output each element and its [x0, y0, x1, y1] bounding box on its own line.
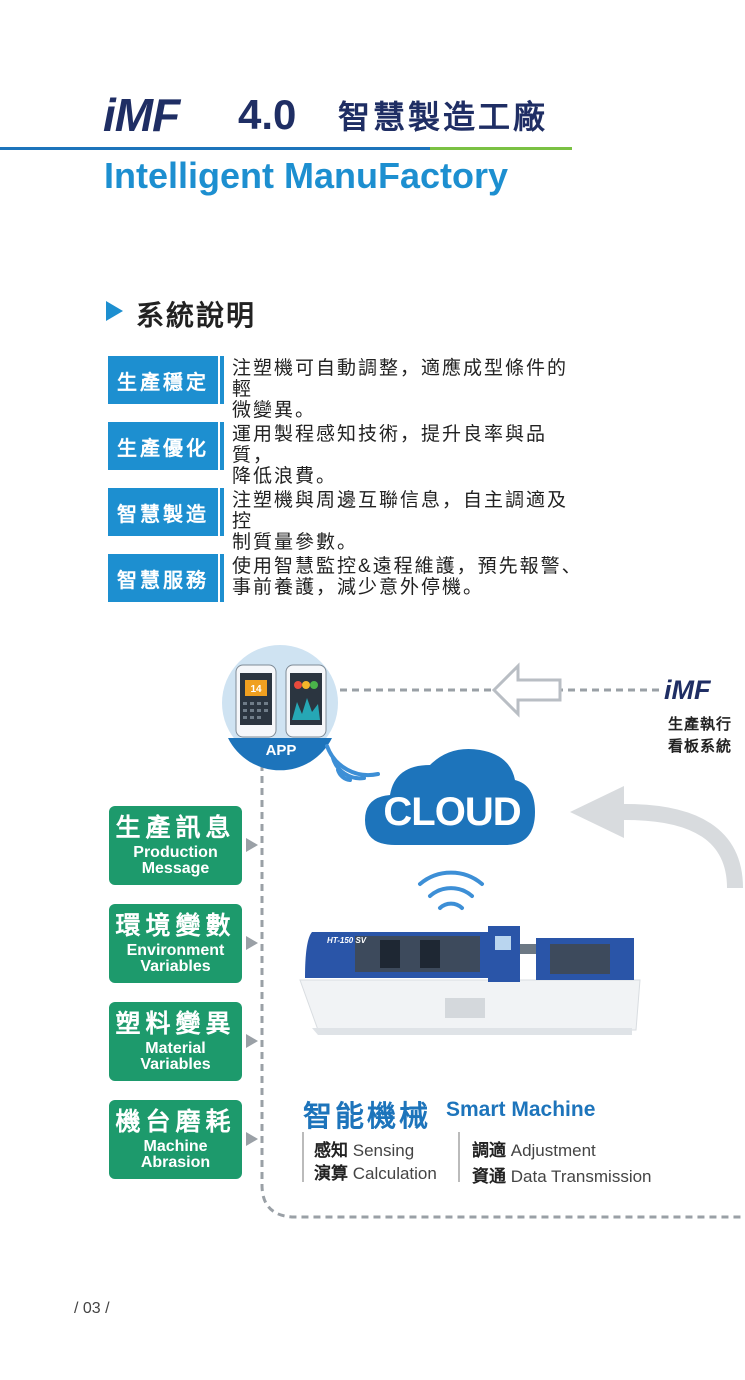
- page-title-cn: 智慧製造工廠: [338, 99, 549, 135]
- header-divider-blue: [0, 147, 430, 150]
- machine-model: HT-150 SV: [327, 936, 367, 945]
- cloud-label: CLOUD: [383, 790, 521, 834]
- imf-caption-line1: 生產執行: [668, 716, 733, 733]
- feature-label: 生產穩定: [108, 356, 218, 404]
- page-title-en: Intelligent ManuFactory: [104, 155, 509, 196]
- feature-text: 使用智慧監控&遠程維護，預先報警、事前養護，減少意外停機。: [232, 556, 583, 598]
- feature-divider: [220, 554, 224, 602]
- smart-divider: [302, 1132, 304, 1182]
- smart-divider: [458, 1132, 460, 1182]
- section-title: 系統說明: [136, 300, 257, 331]
- imf-logo-small: iMF: [664, 675, 711, 705]
- system-diagram: [222, 645, 745, 1219]
- cloud-icon: [365, 749, 535, 845]
- feature-label: 智慧服務: [108, 554, 218, 602]
- smart-item: 資通 Data Transmission: [472, 1167, 652, 1186]
- version-label: 4.0: [238, 91, 297, 138]
- input-box-abrasion: 機台磨耗 Machine Abrasion: [109, 1100, 242, 1179]
- input-box-material: 塑料變異 Material Variables: [109, 1002, 242, 1081]
- app-icon: [222, 645, 338, 771]
- smart-machine-title-cn: 智能機械: [303, 1101, 432, 1133]
- feature-row: 生產優化 運用製程感知技術，提升良率與品質，降低浪費。: [108, 422, 587, 487]
- app-label: APP: [265, 742, 297, 759]
- feature-row: 智慧服務 使用智慧監控&遠程維護，預先報警、事前養護，減少意外停機。: [108, 554, 587, 602]
- injection-machine-image: [299, 926, 641, 1035]
- curved-arrow-icon: [570, 786, 743, 889]
- imf-logo: iMF: [103, 89, 180, 141]
- smart-machine-title-en: Smart Machine: [446, 1098, 596, 1121]
- wifi-icon: [325, 744, 380, 782]
- page-number: / 03 /: [74, 1300, 110, 1317]
- header-divider-green: [430, 147, 572, 150]
- left-arrow-icon: [491, 662, 562, 718]
- feature-divider: [220, 356, 224, 404]
- phone-date: 14: [250, 684, 262, 695]
- feature-label: 智慧製造: [108, 488, 218, 536]
- feature-text: 注塑機與周邊互聯信息，自主調適及控制質量參數。: [232, 490, 569, 553]
- imf-caption-line2: 看板系統: [668, 738, 733, 755]
- input-box-environment: 環境變數 Environment Variables: [109, 904, 242, 983]
- feature-row: 生產穩定 注塑機可自動調整，適應成型條件的輕微變異。: [108, 356, 587, 421]
- feature-row: 智慧製造 注塑機與周邊互聯信息，自主調適及控制質量參數。: [108, 488, 587, 553]
- feature-divider: [220, 488, 224, 536]
- feature-text: 運用製程感知技術，提升良率與品質，降低浪費。: [232, 424, 548, 487]
- input-arrows: [246, 838, 258, 1146]
- feature-text: 注塑機可自動調整，適應成型條件的輕微變異。: [232, 358, 569, 421]
- feature-divider: [220, 422, 224, 470]
- smart-item: 感知 Sensing: [314, 1141, 415, 1160]
- input-box-production: 生產訊息 Production Message: [109, 806, 242, 885]
- feature-label: 生產優化: [108, 422, 218, 470]
- wifi-icon: [418, 870, 484, 910]
- play-triangle-icon: [106, 301, 123, 321]
- smart-item: 調適 Adjustment: [472, 1141, 596, 1160]
- smart-item: 演算 Calculation: [314, 1164, 437, 1183]
